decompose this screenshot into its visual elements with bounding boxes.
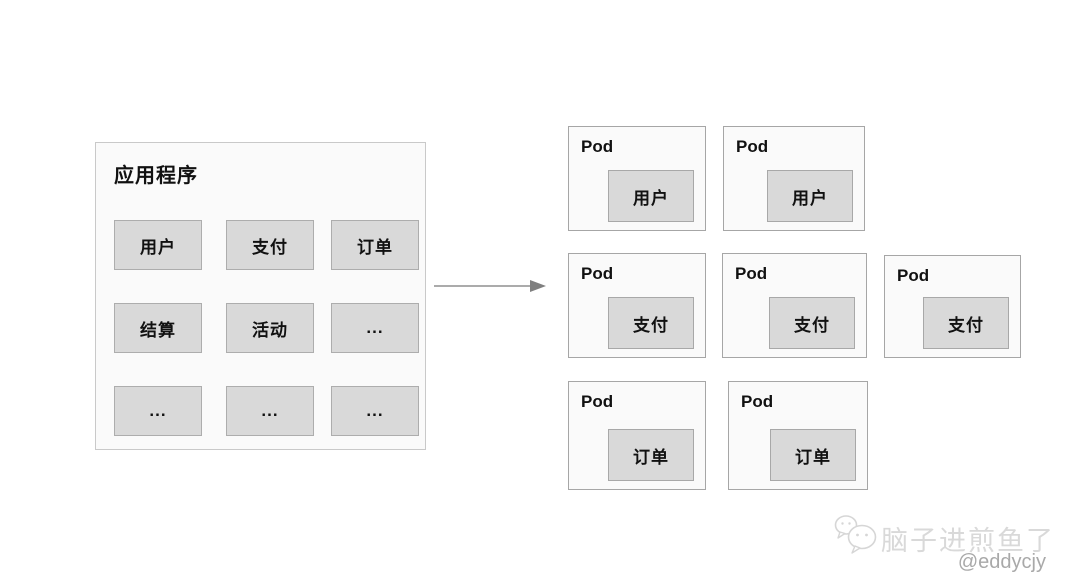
pod-module-payment: 支付: [923, 297, 1009, 349]
pod-module-payment: 支付: [769, 297, 855, 349]
pod-box: Pod 支付: [568, 253, 706, 358]
module-box-user: 用户: [114, 220, 202, 270]
wechat-icon: [834, 515, 877, 554]
pod-label: Pod: [897, 266, 930, 285]
module-box-activity: 活动: [226, 303, 314, 353]
pod-label: Pod: [735, 264, 768, 283]
pod-label: Pod: [581, 392, 614, 411]
module-box-ellipsis: ...: [114, 386, 202, 436]
module-box-payment: 支付: [226, 220, 314, 270]
pod-label: Pod: [581, 137, 614, 156]
application-title: 应用程序: [114, 165, 198, 187]
pod-label: Pod: [581, 264, 614, 283]
pod-box: Pod 订单: [568, 381, 706, 490]
pod-box: Pod 订单: [728, 381, 868, 490]
pod-box: Pod 用户: [723, 126, 865, 231]
pod-module-user: 用户: [767, 170, 853, 222]
pod-module-user: 用户: [608, 170, 694, 222]
module-box-ellipsis: ...: [226, 386, 314, 436]
pod-box: Pod 支付: [722, 253, 867, 358]
pod-label: Pod: [741, 392, 774, 411]
module-box-settlement: 结算: [114, 303, 202, 353]
pod-module-order: 订单: [608, 429, 694, 481]
pod-label: Pod: [736, 137, 769, 156]
pod-box: Pod 用户: [568, 126, 706, 231]
module-box-order: 订单: [331, 220, 419, 270]
module-box-ellipsis: ...: [331, 386, 419, 436]
pod-module-payment: 支付: [608, 297, 694, 349]
pod-module-order: 订单: [770, 429, 856, 481]
module-box-ellipsis: ...: [331, 303, 419, 353]
watermark-handle: @eddycjy: [957, 551, 1046, 573]
watermark-name: 脑子进煎鱼了: [881, 526, 1055, 556]
pod-box: Pod 支付: [884, 255, 1021, 358]
application-box: 应用程序 用户 支付 订单 结算 活动 ... ... ... ...: [95, 142, 426, 450]
arrow-right-icon: [434, 280, 546, 292]
